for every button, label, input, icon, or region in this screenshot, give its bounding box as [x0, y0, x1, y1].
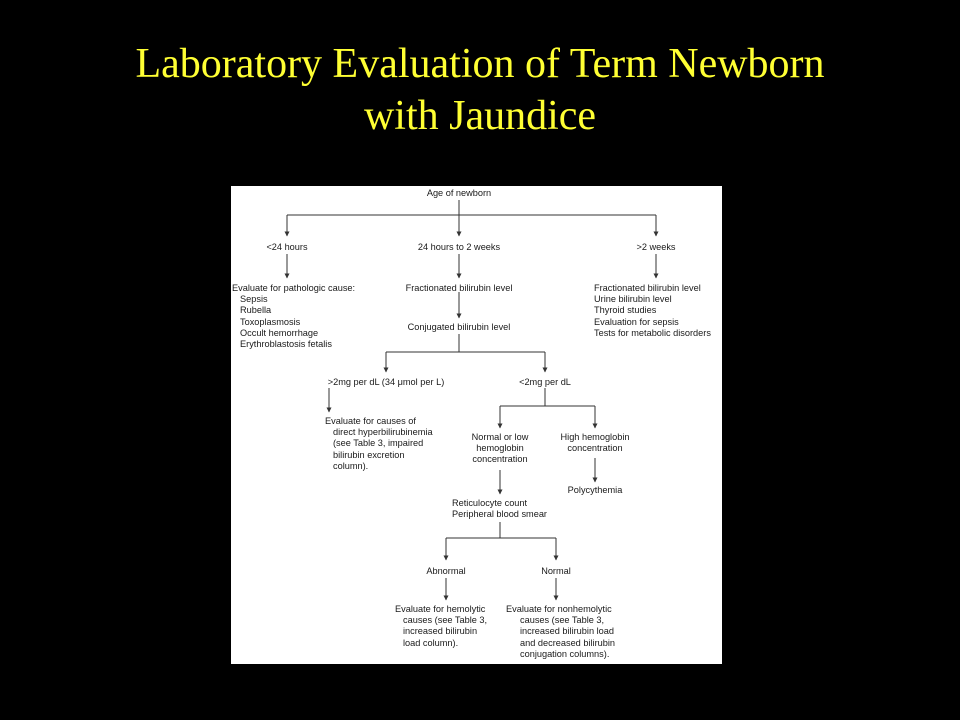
- polycythemia-label: Polycythemia: [567, 485, 623, 495]
- hemolytic-eval-node: Evaluate for hemolytic causes (see Table…: [395, 604, 487, 649]
- gt2w-tests-node: Fractionated bilirubin level Urine bilir…: [594, 283, 711, 339]
- reticulocyte-node: Reticulocyte count Peripheral blood smea…: [452, 498, 547, 520]
- polycythemia-node: Polycythemia: [555, 485, 635, 496]
- direct-eval-line: (see Table 3, impaired: [333, 438, 424, 449]
- hemolytic-eval-line: causes (see Table 3,: [403, 615, 488, 626]
- conjugated-bilirubin-label: Conjugated bilirubin level: [407, 322, 511, 332]
- reticulocyte-line: Reticulocyte count: [452, 498, 528, 508]
- flowchart-connectors: [284, 200, 659, 601]
- normal-node: Normal: [526, 566, 586, 577]
- direct-hyperbilirubinemia-eval-node: Evaluate for causes of direct hyperbilir…: [325, 416, 433, 472]
- low-conj-node: <2mg per dL: [495, 377, 595, 388]
- nonhemolytic-eval-line: Evaluate for nonhemolytic: [506, 604, 612, 614]
- flowchart: Age of newborn <24 hours 24 hours to 2 w…: [231, 186, 722, 664]
- branch-lt24-label: <24 hours: [266, 242, 308, 252]
- conjugated-bilirubin-node: Conjugated bilirubin level: [389, 322, 529, 333]
- nonhemolytic-eval-line: and decreased bilirubin: [520, 637, 616, 648]
- high-conj-node: >2mg per dL (34 μmol per L): [309, 377, 463, 388]
- direct-eval-line: column).: [333, 460, 369, 471]
- pathologic-cause-item: Erythroblastosis fetalis: [240, 339, 332, 350]
- hemolytic-eval-line: Evaluate for hemolytic: [395, 604, 486, 614]
- high-hb-line: concentration: [567, 443, 623, 454]
- nonhemolytic-eval-line: conjugation columns).: [520, 648, 610, 659]
- high-hb-line: High hemoglobin: [560, 432, 630, 442]
- high-conj-label: >2mg per dL (34 μmol per L): [327, 377, 445, 387]
- normal-low-hb-line: concentration: [472, 454, 528, 465]
- nonhemolytic-eval-line: increased bilirubin load: [520, 626, 614, 637]
- abnormal-node: Abnormal: [406, 566, 486, 577]
- branch-24h2w-label: 24 hours to 2 weeks: [417, 242, 501, 252]
- branch-gt2w-node: >2 weeks: [616, 242, 696, 253]
- slide-title-line-2: with Jaundice: [363, 93, 597, 139]
- normal-label: Normal: [541, 566, 571, 576]
- normal-low-hb-line: hemoglobin: [476, 443, 524, 454]
- nonhemolytic-eval-node: Evaluate for nonhemolytic causes (see Ta…: [506, 604, 615, 660]
- branch-gt2w-label: >2 weeks: [636, 242, 676, 252]
- high-hb-node: High hemoglobin concentration: [548, 432, 642, 454]
- slide-title: Laboratory Evaluation of Term Newborn wi…: [0, 38, 960, 142]
- pathologic-cause-heading: Evaluate for pathologic cause:: [232, 283, 356, 293]
- nonhemolytic-eval-line: causes (see Table 3,: [520, 615, 605, 626]
- pathologic-cause-item: Sepsis: [240, 294, 268, 305]
- slide-title-line-1: Laboratory Evaluation of Term Newborn: [135, 41, 825, 87]
- direct-eval-line: direct hyperbilirubinemia: [333, 427, 433, 438]
- branch-lt24-node: <24 hours: [247, 242, 327, 253]
- hemolytic-eval-line: load column).: [403, 637, 459, 648]
- root-node: Age of newborn: [409, 188, 509, 199]
- gt2w-test-item: Thyroid studies: [594, 305, 657, 316]
- gt2w-test-item: Evaluation for sepsis: [594, 316, 679, 327]
- direct-eval-line: bilirubin excretion: [333, 449, 405, 460]
- root-label: Age of newborn: [426, 188, 492, 198]
- pathologic-cause-item: Rubella: [240, 305, 272, 316]
- normal-low-hb-node: Normal or low hemoglobin concentration: [453, 432, 547, 466]
- pathologic-cause-item: Occult hemorrhage: [240, 327, 319, 338]
- pathologic-cause-item: Toxoplasmosis: [240, 316, 301, 327]
- direct-eval-line: Evaluate for causes of: [325, 416, 416, 426]
- hemolytic-eval-line: increased bilirubin: [403, 626, 478, 637]
- fractionated-bilirubin-label: Fractionated bilirubin level: [405, 283, 513, 293]
- gt2w-test-item: Urine bilirubin level: [594, 294, 672, 305]
- gt2w-test-item: Tests for metabolic disorders: [594, 327, 711, 338]
- pathologic-cause-node: Evaluate for pathologic cause: Sepsis Ru…: [232, 283, 355, 350]
- normal-low-hb-line: Normal or low: [471, 432, 529, 442]
- fractionated-bilirubin-node: Fractionated bilirubin level: [389, 283, 529, 294]
- gt2w-test-item: Fractionated bilirubin level: [594, 283, 701, 293]
- abnormal-label: Abnormal: [426, 566, 466, 576]
- branch-24h2w-node: 24 hours to 2 weeks: [399, 242, 519, 253]
- low-conj-label: <2mg per dL: [519, 377, 571, 387]
- reticulocyte-line: Peripheral blood smear: [452, 509, 547, 520]
